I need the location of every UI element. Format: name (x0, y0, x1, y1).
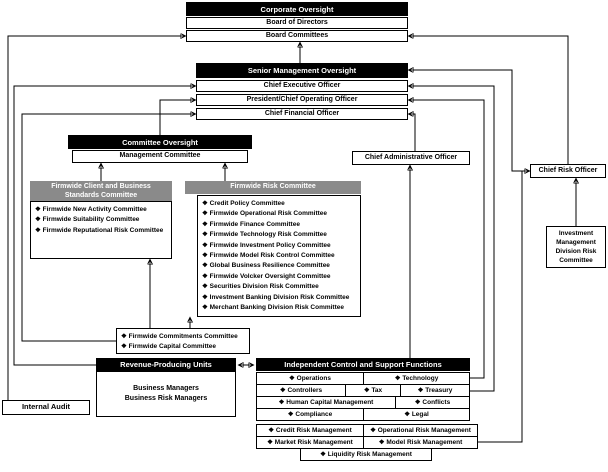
board-committees-box: Board Committees (186, 30, 408, 42)
connector-commitments-to-cfo (21, 114, 195, 342)
committee-item: ❖ Global Business Resilience Committee (202, 262, 330, 270)
fcbsc-header: Firmwide Client and Business Standards C… (30, 181, 172, 202)
connector-icsf-to-ceo (409, 86, 495, 392)
revenue-producing-units-header: Revenue-Producing Units (96, 358, 236, 371)
connector-internal-audit-to-board (7, 36, 185, 400)
frc-list: ❖ Credit Policy Committee ❖ Firmwide Ope… (197, 195, 361, 317)
committee-item: ❖ Firmwide Suitability Committee (35, 216, 140, 224)
connector-cro-to-senior (409, 70, 530, 172)
revenue-producing-units-body: Business Managers Business Risk Managers (96, 371, 236, 417)
icsf-liquidity-risk: ❖ Liquidity Risk Management (300, 448, 432, 461)
rpu-line: Business Risk Managers (124, 395, 208, 402)
committee-item: ❖ Firmwide Commitments Committee (121, 333, 238, 340)
committee-item: ❖ Firmwide Technology Risk Committee (202, 231, 327, 239)
connector-icsf-to-president (409, 100, 485, 379)
management-committee-box: Management Committee (72, 150, 248, 163)
cfo-box: Chief Financial Officer (196, 108, 408, 120)
chief-administrative-officer-box: Chief Administrative Officer (352, 151, 470, 165)
president-coo-box: President/Chief Operating Officer (196, 94, 408, 106)
connector-riskmgmt-to-cro (478, 171, 529, 443)
icsf-header: Independent Control and Support Function… (256, 358, 470, 371)
connector-rpu-to-ceo (13, 86, 195, 366)
committee-item: ❖ Firmwide New Activity Committee (35, 206, 147, 213)
committee-oversight-header: Committee Oversight (68, 135, 252, 149)
committee-item: ❖ Investment Banking Division Risk Commi… (202, 293, 350, 301)
committee-item: ❖ Securities Division Risk Committee (202, 283, 319, 291)
committee-item: ❖ Credit Policy Committee (202, 200, 285, 207)
committee-item: ❖ Firmwide Reputational Risk Committee (35, 226, 164, 234)
committee-item: ❖ Firmwide Model Risk Control Committee (202, 252, 335, 260)
senior-management-header: Senior Management Oversight (196, 63, 408, 78)
ceo-box: Chief Executive Officer (196, 80, 408, 92)
frc-header: Firmwide Risk Committee (185, 181, 361, 194)
connector-cao-to-cfo (409, 114, 416, 151)
chief-risk-officer-box: Chief Risk Officer (530, 164, 606, 178)
rpu-line: Business Managers (133, 385, 199, 392)
fcbsc-list: ❖ Firmwide New Activity Committee ❖ Firm… (30, 201, 172, 259)
committee-item: ❖ Firmwide Investment Policy Committee (202, 241, 331, 249)
committee-item: ❖ Firmwide Operational Risk Committee (202, 210, 328, 218)
committee-item: ❖ Firmwide Volcker Oversight Committee (202, 272, 331, 280)
connector-cro-to-board (409, 36, 569, 164)
committee-item: ❖ Merchant Banking Division Risk Committ… (202, 304, 344, 312)
connector-committee-to-president (159, 100, 195, 135)
committee-item: ❖ Firmwide Finance Committee (202, 220, 300, 228)
icsf-compliance: ❖ Compliance (256, 408, 364, 421)
board-of-directors-box: Board of Directors (186, 17, 408, 29)
icsf-legal: ❖ Legal (363, 408, 470, 421)
internal-audit-box: Internal Audit (2, 400, 90, 415)
corporate-oversight-header: Corporate Oversight (186, 2, 408, 16)
committee-item: ❖ Firmwide Capital Committee (121, 343, 217, 351)
imd-risk-committee-box: Investment Management Division Risk Comm… (546, 226, 606, 268)
commitments-capital-box: ❖ Firmwide Commitments Committee ❖ Firmw… (116, 328, 250, 354)
